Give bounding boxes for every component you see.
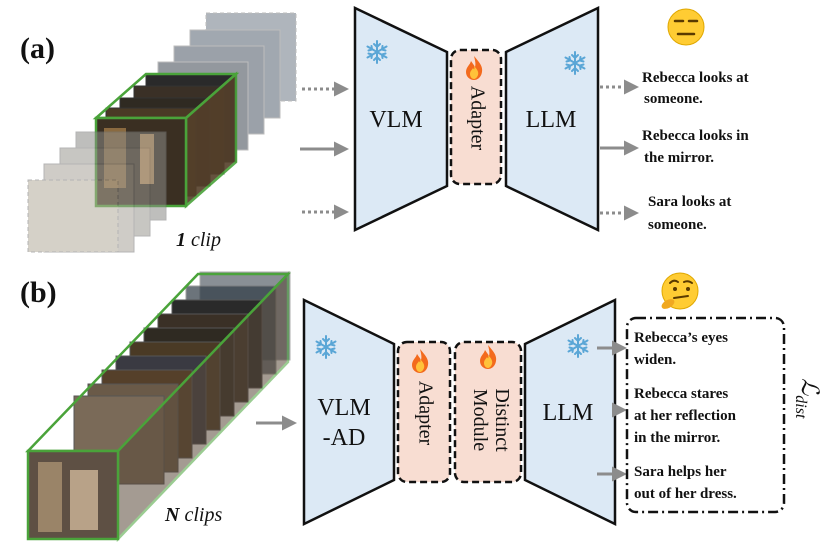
clip-stack-a <box>27 12 297 253</box>
llm-label-b: LLM <box>543 400 594 426</box>
distinct-module-b <box>453 340 523 484</box>
distinct-output-box <box>625 316 786 514</box>
adapter-label-b: Adapter <box>414 381 436 446</box>
vlm-encoder-a <box>353 6 449 232</box>
clip-caption-a: 1 clip <box>176 229 221 251</box>
panel-a-label: (a) <box>20 32 55 65</box>
thinking-face-emoji-icon <box>661 272 699 310</box>
vlm-label-a: VLM <box>369 107 422 133</box>
adapter-label-a: Adapter <box>466 86 488 151</box>
distinct-module-label-b: DistinctModule <box>469 388 513 452</box>
adapter-b <box>396 340 452 484</box>
clip-stack-b <box>25 270 291 543</box>
distinct-loss-label: ℒdist <box>792 378 822 419</box>
vlm-ad-label-b: VLM-AD <box>317 395 370 451</box>
clip-caption-b: N clips <box>164 504 222 526</box>
adapter-a <box>449 48 503 186</box>
panel-b-label: (b) <box>20 276 57 309</box>
faded-frames-front <box>27 131 167 253</box>
llm-label-a: LLM <box>526 107 577 133</box>
llm-decoder-b <box>523 297 617 527</box>
neutral-face-emoji-icon <box>667 8 705 46</box>
